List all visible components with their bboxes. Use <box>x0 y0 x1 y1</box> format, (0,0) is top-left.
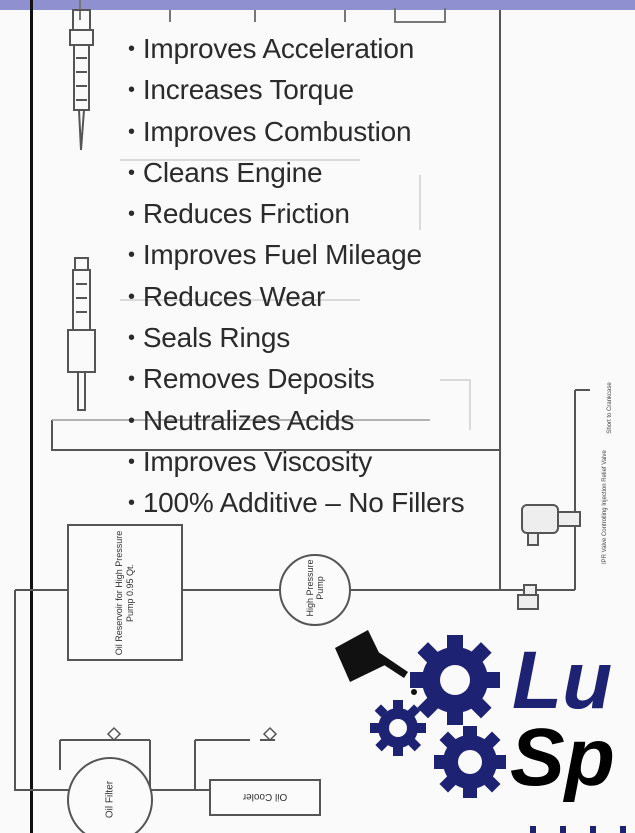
pressure-sensor-icon <box>517 584 539 610</box>
oil-cooler-box <box>209 779 321 816</box>
list-item: Improves Combustion <box>128 113 464 154</box>
list-item: Neutralizes Acids <box>128 402 464 443</box>
oil-filter-circle <box>67 757 153 833</box>
oil-reservoir-box <box>67 524 183 661</box>
list-item: Removes Deposits <box>128 360 464 401</box>
list-item: Seals Rings <box>128 319 464 360</box>
list-item: Increases Torque <box>128 71 464 112</box>
pump-label: High Pressure Pump <box>305 559 325 617</box>
reservoir-label: Oil Reservoir for High Pressure Pump 0.9… <box>114 530 135 656</box>
ipr-valve-icon <box>521 504 581 546</box>
list-item: Improves Acceleration <box>128 30 464 71</box>
left-border-line <box>30 0 33 833</box>
list-item: Improves Fuel Mileage <box>128 236 464 277</box>
sensor-label: Short to Crankcase <box>607 382 613 434</box>
brand-logo-line1: Lu <box>512 635 613 726</box>
brand-logo-line2: Sp <box>510 712 615 803</box>
benefits-list: Improves Acceleration Increases Torque I… <box>128 30 465 526</box>
injector-icon <box>69 9 94 151</box>
oil-can-icon <box>335 630 417 695</box>
gear-icon <box>434 726 506 798</box>
high-pressure-pump-circle <box>279 554 351 626</box>
gear-icon <box>370 700 426 756</box>
list-item: Improves Viscosity <box>128 443 464 484</box>
list-item: 100% Additive – No Fillers <box>128 484 465 525</box>
valve-label: IPR Valve Controlling Injection Relief V… <box>602 450 608 564</box>
injector-icon <box>67 257 96 411</box>
top-bar <box>0 0 635 10</box>
list-item: Cleans Engine <box>128 154 464 195</box>
cooler-label: Oil Cooler <box>242 791 288 802</box>
gear-icon <box>410 635 500 725</box>
filter-label: Oil Filter <box>104 780 116 819</box>
list-item: Reduces Friction <box>128 195 464 236</box>
list-item: Reduces Wear <box>128 278 464 319</box>
